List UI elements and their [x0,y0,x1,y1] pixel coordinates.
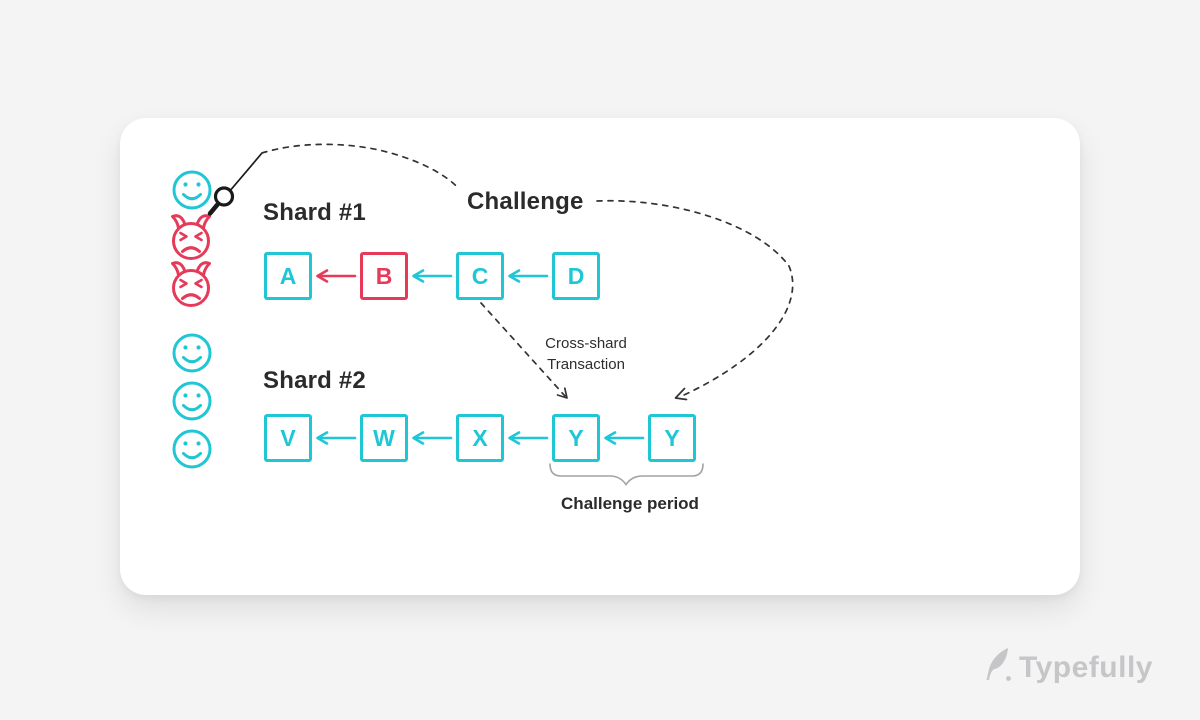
typefully-label: Typefully [1019,651,1153,684]
block-w: W [360,414,408,462]
block-y2: Y [648,414,696,462]
block-d: D [552,252,600,300]
cross-shard-label: Cross-shard Transaction [510,333,662,375]
block-c: C [456,252,504,300]
shard2-title: Shard #2 [263,367,366,394]
typefully-watermark: Typefully [985,647,1153,685]
block-y1: Y [552,414,600,462]
shard1-title: Shard #1 [263,199,366,226]
cross-shard-line2: Transaction [547,356,625,373]
block-b: B [360,252,408,300]
challenge-label: Challenge [467,188,584,215]
block-a: A [264,252,312,300]
challenge-period-label: Challenge period [561,494,699,513]
cross-shard-line1: Cross-shard [545,335,627,352]
feather-icon [986,648,1011,681]
block-x: X [456,414,504,462]
block-v: V [264,414,312,462]
